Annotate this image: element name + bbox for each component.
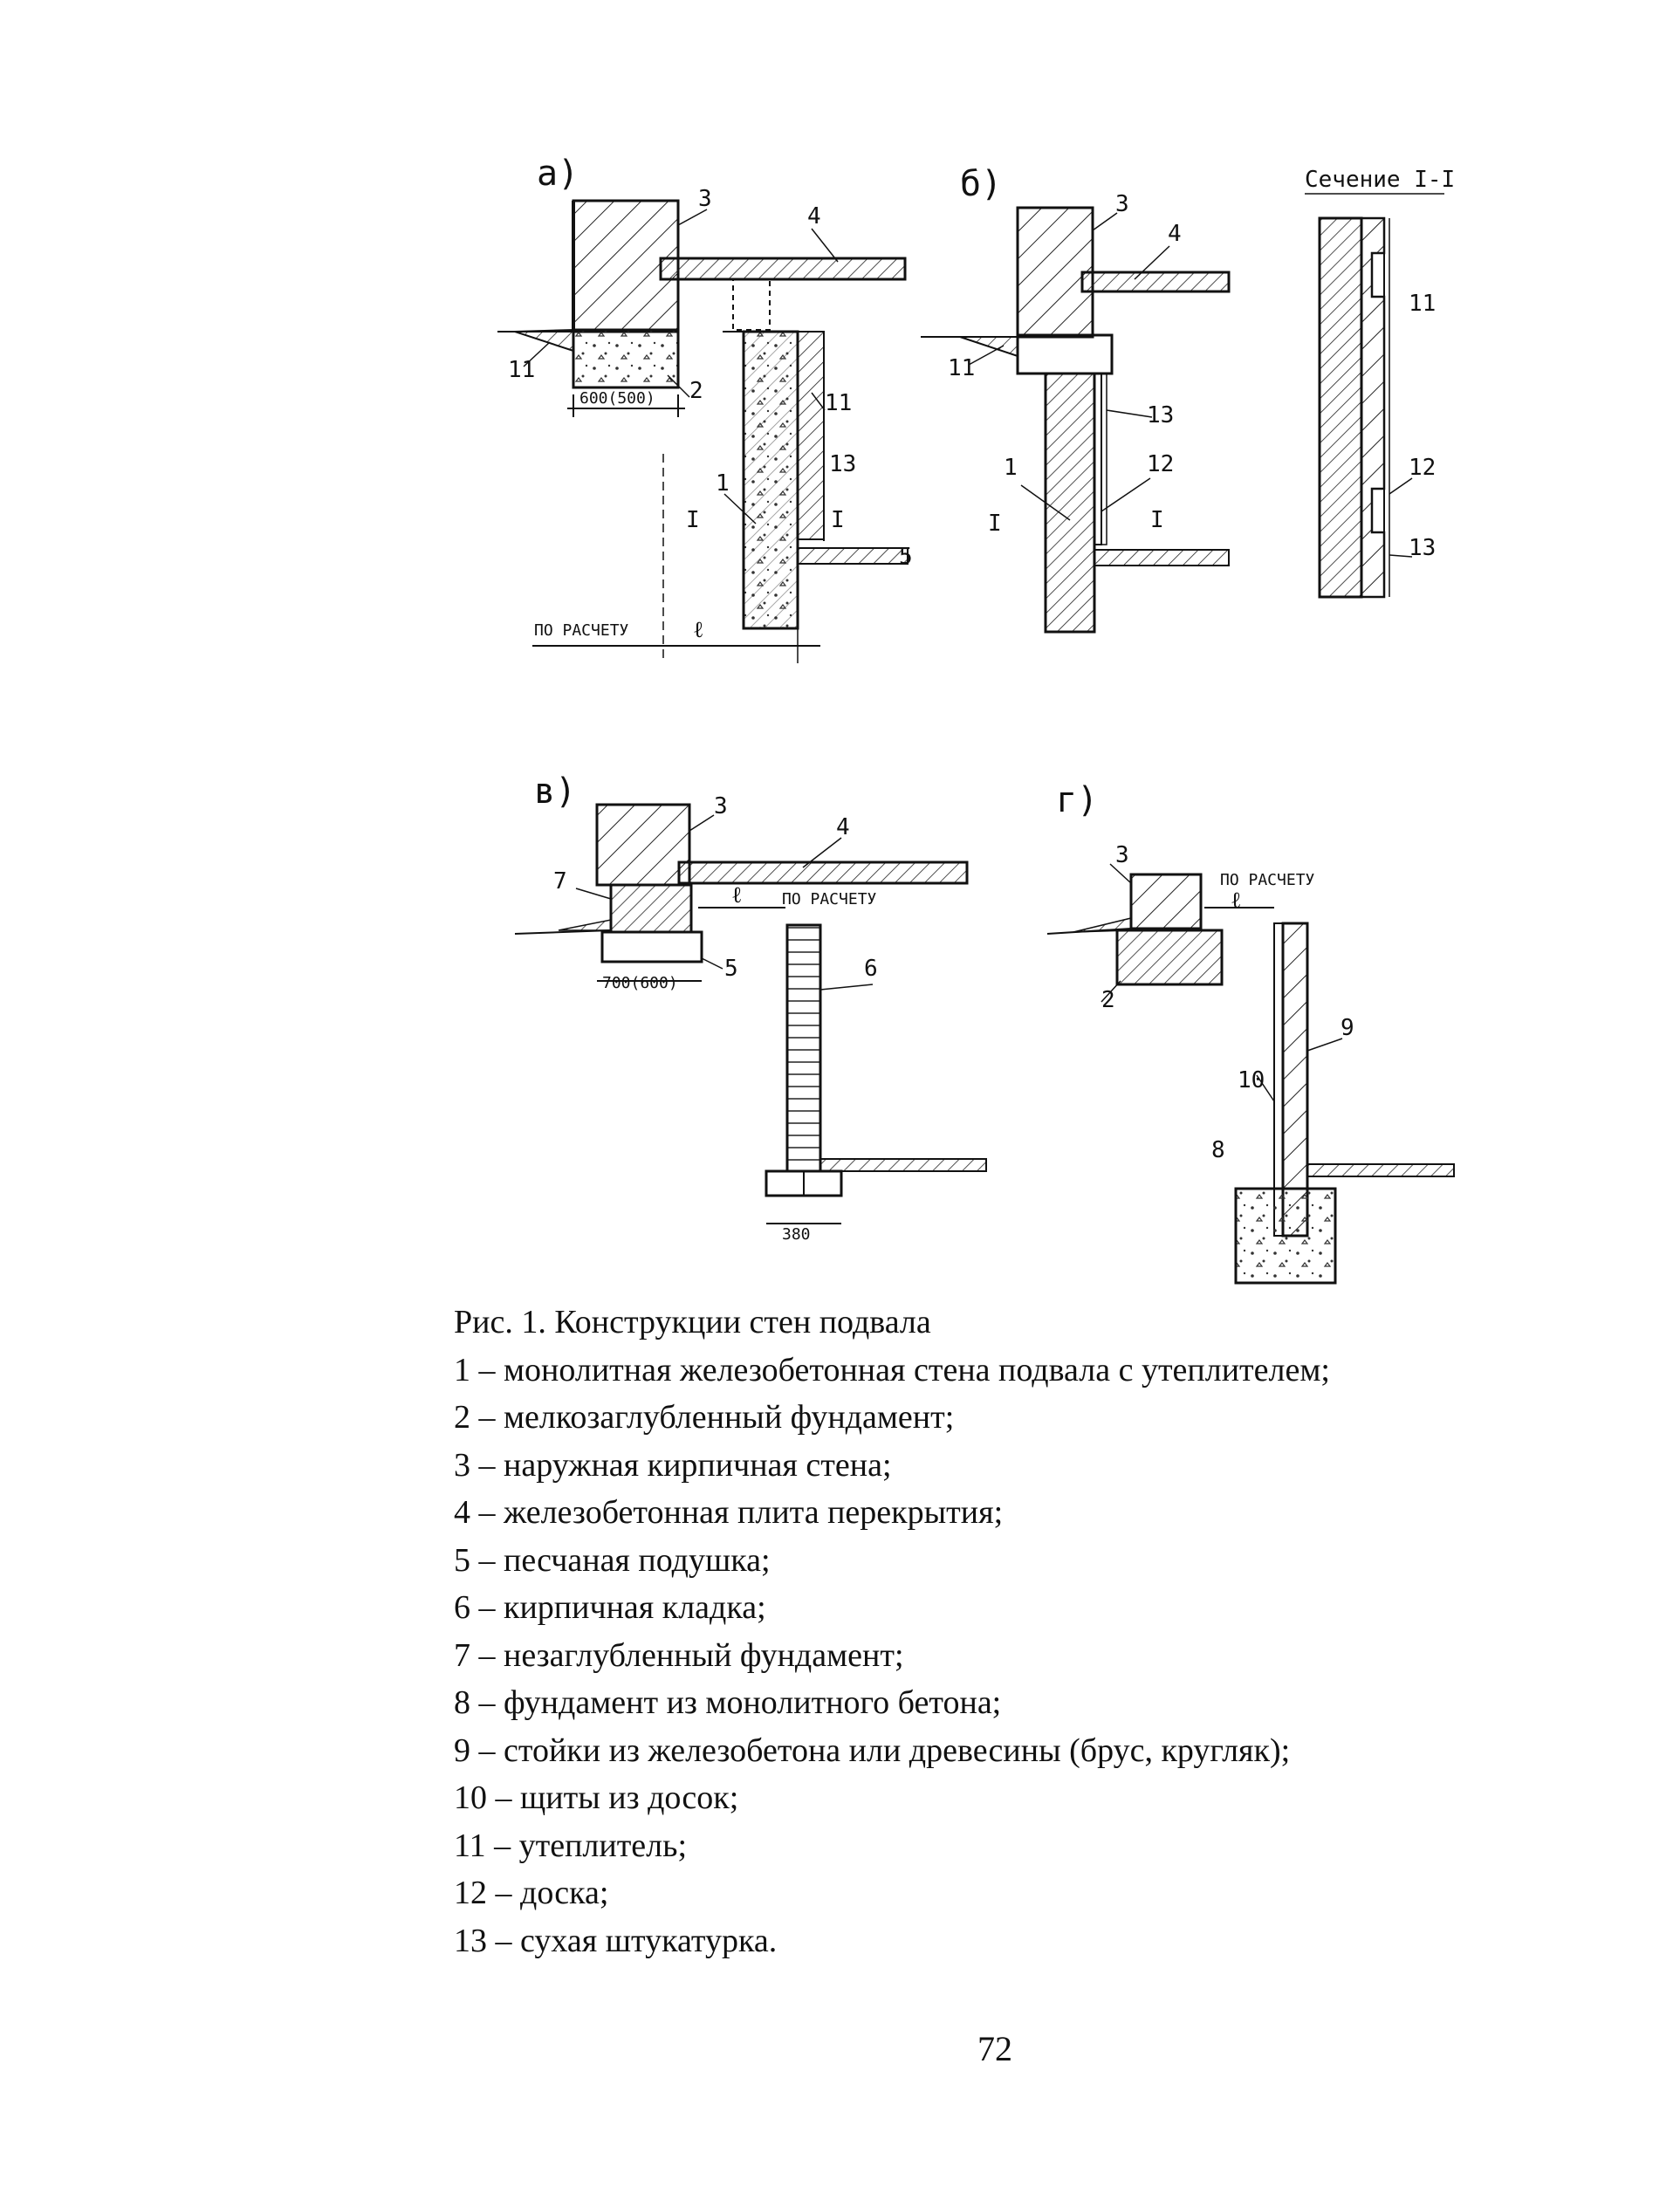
legend-item: 1 – монолитная железобетонная стена подв… (454, 1351, 1330, 1388)
panel-a-section-left: I (686, 507, 700, 533)
legend-item: 6 – кирпичная кладка; (454, 1589, 766, 1627)
panel-g-label-3: 3 (1115, 842, 1129, 868)
panel-g-dim-l: ℓ (1231, 888, 1241, 914)
legend-item: 9 – стойки из железобетона или древесины… (454, 1731, 1291, 1769)
section-label-12: 12 (1409, 455, 1436, 481)
panel-a-dim-calc: ПО РАСЧЕТУ (534, 621, 629, 640)
panel-b-label-3: 3 (1115, 191, 1129, 217)
legend-item: 12 – доска; (454, 1875, 609, 1912)
panel-g-label-10: 10 (1238, 1067, 1265, 1094)
legend-item: 4 – железобетонная плита перекрытия; (454, 1494, 1004, 1532)
caption-title: Рис. 1. Конструкции стен подвала (454, 1304, 931, 1340)
section-title: Сечение I-I (1305, 167, 1455, 193)
panel-v-label-5: 5 (724, 956, 738, 982)
panel-v-label-4: 4 (836, 814, 850, 840)
panel-v-dim-calc: ПО РАСЧЕТУ (782, 890, 877, 908)
legend-item: 5 – песчаная подушка; (454, 1541, 771, 1579)
panel-v-label-3: 3 (714, 793, 728, 819)
panel-a-label-11-outer: 11 (508, 357, 535, 383)
panel-b-label-4: 4 (1168, 221, 1182, 247)
panel-b-label-11: 11 (948, 355, 975, 381)
panel-a-label-4: 4 (807, 203, 821, 230)
legend-item: 7 – незаглубленный фундамент; (454, 1636, 904, 1674)
legend-item: 2 – мелкозаглубленный фундамент; (454, 1399, 955, 1436)
figure-caption: Рис. 1. Конструкции стен подвала 1 – мон… (454, 1299, 1588, 1964)
panel-b-section-left: I (988, 511, 1002, 537)
section-label-13: 13 (1409, 535, 1436, 561)
panel-a-label-5: 5 (899, 544, 913, 570)
panel-g: г) ПО РАСЧЕТУ ℓ 3 2 9 10 8 (1046, 780, 1455, 1285)
section-I-I: Сечение I-I 11 12 13 (1305, 167, 1455, 599)
legend-item: 11 – утеплитель; (454, 1827, 688, 1864)
legend-item: 13 – сухая штукатурка. (454, 1922, 778, 1959)
panel-v-label-7: 7 (553, 868, 567, 895)
panel-a-label-2: 2 (689, 378, 703, 404)
panel-v-dim-footing: 700(600) (602, 974, 678, 992)
legend-item: 3 – наружная кирпичная стена; (454, 1446, 892, 1484)
panel-b-label-12: 12 (1147, 451, 1174, 477)
panel-b-letter: б) (960, 164, 1002, 204)
panel-v: в) ℓ ПО РАСЧЕТУ 700(600) 380 3 4 7 5 6 (514, 771, 987, 1244)
panel-v-dim-380: 380 (782, 1225, 811, 1244)
legend-item: 8 – фундамент из монолитного бетона; (454, 1684, 1002, 1722)
panel-a-label-11-inner: 11 (825, 390, 852, 416)
panel-a-section-right: I (831, 507, 845, 533)
panel-v-letter: в) (534, 771, 576, 812)
panel-a: а) 600(500) ПО РАСЧЕТУ ℓ 3 (497, 154, 913, 663)
panel-v-dim-l: ℓ (731, 882, 742, 908)
panel-g-dim-calc: ПО РАСЧЕТУ (1220, 871, 1315, 889)
panel-a-label-13: 13 (829, 451, 856, 477)
panel-a-label-1: 1 (716, 470, 730, 497)
panel-a-label-3: 3 (698, 186, 712, 212)
legend-item: 10 – щиты из досок; (454, 1779, 739, 1817)
panel-a-dim-l: ℓ (693, 617, 703, 643)
panel-g-label-9: 9 (1341, 1015, 1354, 1041)
panel-b-label-13: 13 (1147, 402, 1174, 429)
basement-wall-drawings: а) 600(500) ПО РАСЧЕТУ ℓ 3 (497, 154, 1455, 1285)
panel-g-label-8: 8 (1211, 1137, 1225, 1163)
panel-a-letter: а) (537, 154, 579, 194)
panel-v-label-6: 6 (864, 956, 878, 982)
panel-b: б) 3 4 11 13 1 12 I I (921, 164, 1231, 634)
panel-a-dim-footing: 600(500) (579, 389, 655, 408)
panel-g-letter: г) (1056, 780, 1098, 820)
page-number: 72 (977, 2029, 1012, 2068)
panel-b-label-1: 1 (1004, 455, 1018, 481)
section-label-11: 11 (1409, 291, 1436, 317)
panel-b-section-right: I (1150, 507, 1164, 533)
panel-g-label-2: 2 (1101, 987, 1115, 1013)
